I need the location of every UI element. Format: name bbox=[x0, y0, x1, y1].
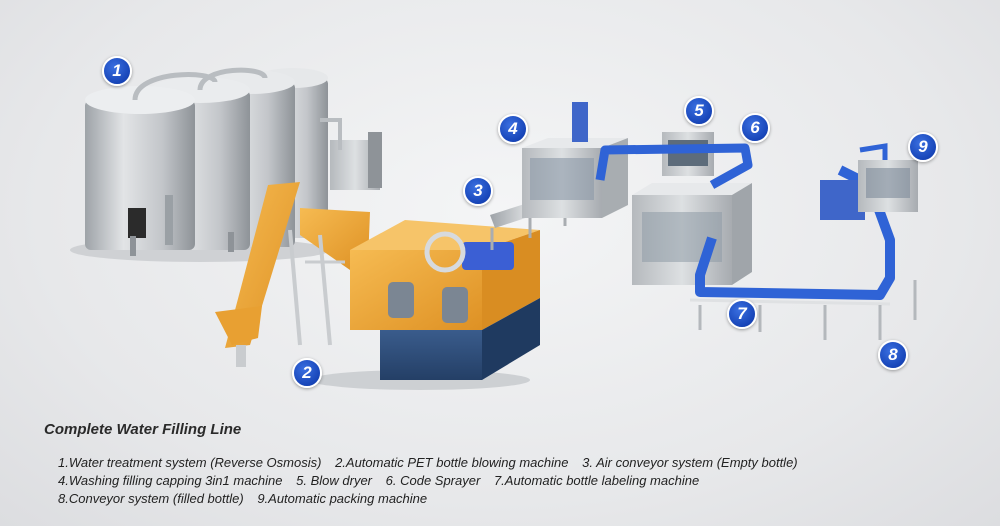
marker-9: 9 bbox=[908, 132, 938, 162]
blow-dryer bbox=[662, 132, 714, 176]
legend-item: 1.Water treatment system (Reverse Osmosi… bbox=[58, 455, 322, 470]
water-treatment-tanks bbox=[70, 67, 382, 262]
legend-item: 9.Automatic packing machine bbox=[257, 491, 428, 506]
legend-item: 8.Conveyor system (filled bottle) bbox=[58, 491, 244, 506]
marker-8: 8 bbox=[878, 340, 908, 370]
legend-line-1: 1.Water treatment system (Reverse Osmosi… bbox=[58, 454, 978, 472]
legend-item: 4.Washing filling capping 3in1 machine bbox=[58, 473, 283, 488]
legend-line-2: 4.Washing filling capping 3in1 machine 5… bbox=[58, 472, 978, 490]
marker-3: 3 bbox=[463, 176, 493, 206]
legend-item: 5. Blow dryer bbox=[296, 473, 373, 488]
marker-2: 2 bbox=[292, 358, 322, 388]
bottle-blowing-machine bbox=[215, 182, 540, 390]
marker-7: 7 bbox=[727, 299, 757, 329]
filling-capping-machine bbox=[522, 102, 628, 218]
marker-5: 5 bbox=[684, 96, 714, 126]
marker-1: 1 bbox=[102, 56, 132, 86]
legend-item: 3. Air conveyor system (Empty bottle) bbox=[582, 455, 798, 470]
labeling-machine bbox=[632, 183, 752, 285]
marker-6: 6 bbox=[740, 113, 770, 143]
legend: 1.Water treatment system (Reverse Osmosi… bbox=[58, 454, 978, 508]
legend-item: 6. Code Sprayer bbox=[385, 473, 481, 488]
legend-line-3: 8.Conveyor system (filled bottle) 9.Auto… bbox=[58, 490, 978, 508]
legend-item: 7.Automatic bottle labeling machine bbox=[493, 473, 700, 488]
packing-machine bbox=[820, 143, 918, 220]
marker-4: 4 bbox=[498, 114, 528, 144]
diagram-caption: Complete Water Filling Line bbox=[44, 421, 242, 438]
legend-item: 2.Automatic PET bottle blowing machine bbox=[335, 455, 569, 470]
